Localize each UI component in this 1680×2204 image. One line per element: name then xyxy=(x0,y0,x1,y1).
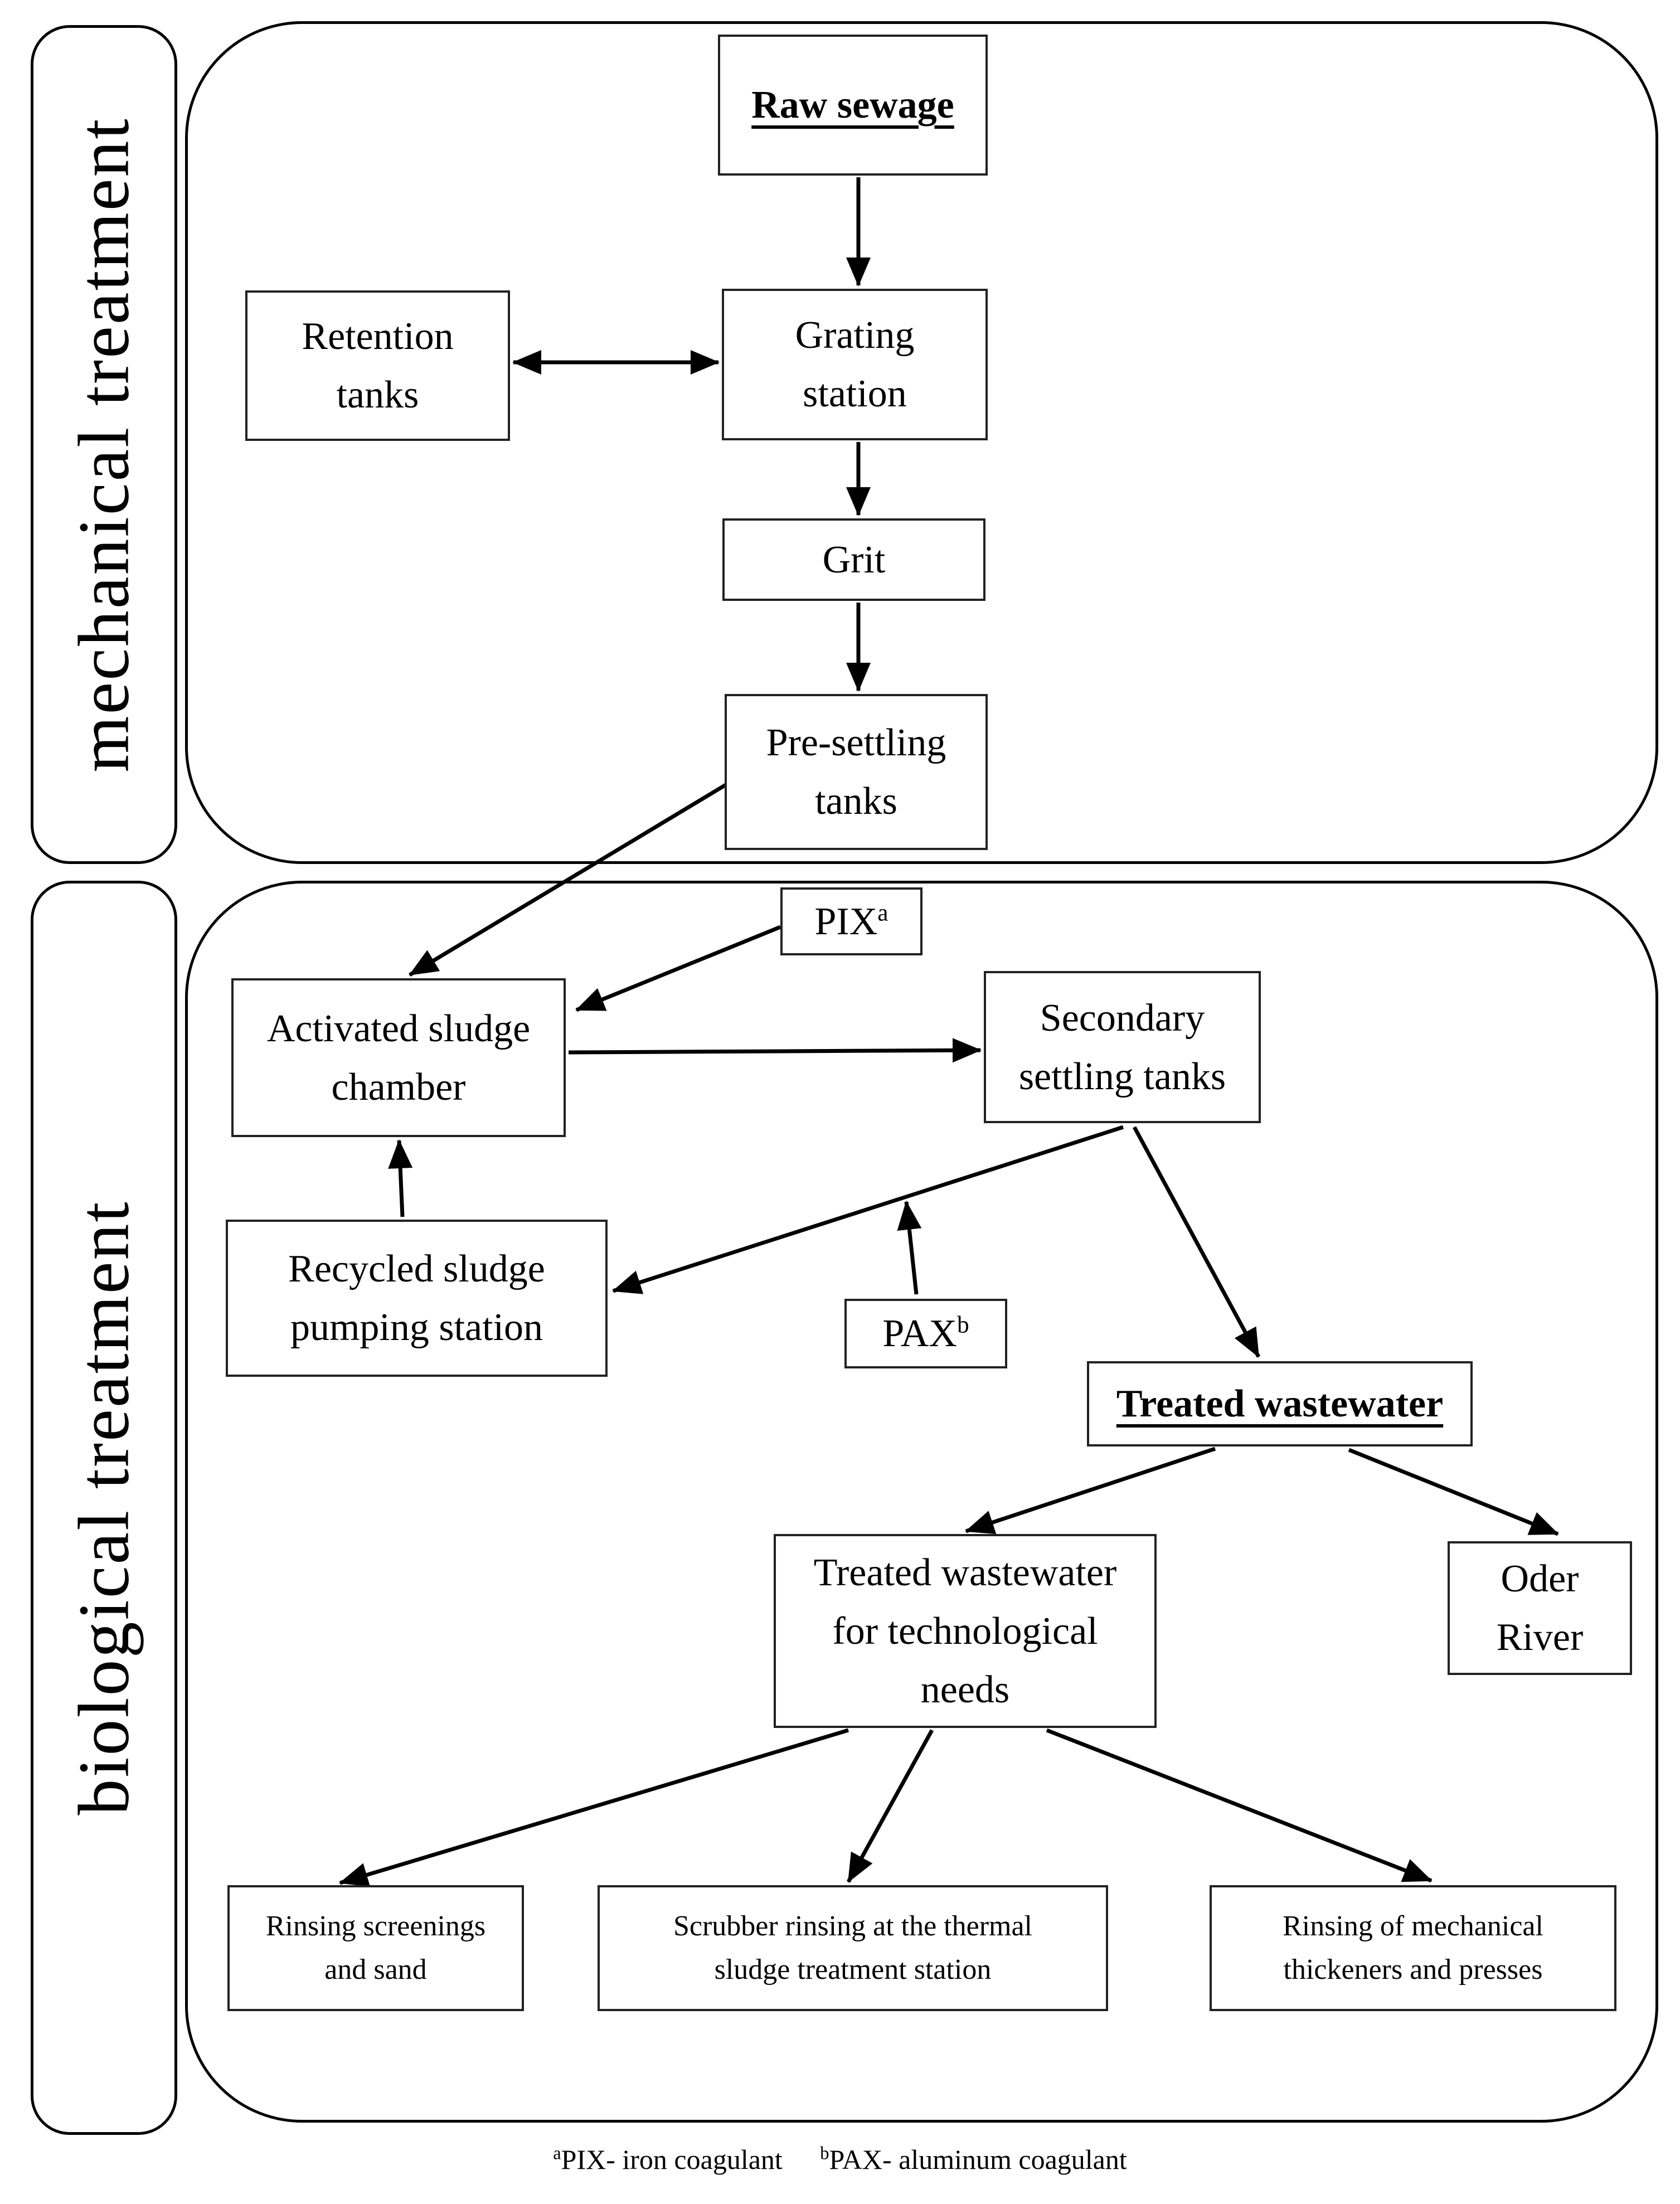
sidebar-label-biological: biological treatment xyxy=(31,881,177,2135)
node-oder-river: Oder River xyxy=(1448,1541,1632,1675)
node-scrubber-rinsing: Scrubber rinsing at the thermal sludge t… xyxy=(598,1885,1108,2011)
node-treated-wastewater-technological-needs: Treated wastewater for technological nee… xyxy=(774,1534,1157,1728)
node-rinsing-mechanical-thickeners: Rinsing of mechanical thickeners and pre… xyxy=(1210,1885,1616,2011)
pax-label: PAX xyxy=(882,1312,957,1355)
node-pax: PAXb xyxy=(844,1299,1007,1368)
node-retention-tanks: Retention tanks xyxy=(245,290,510,441)
node-secondary-settling-tanks: Secondary settling tanks xyxy=(984,971,1261,1123)
pix-superscript: a xyxy=(877,899,888,926)
node-treated-wastewater: Treated wastewater xyxy=(1087,1361,1473,1446)
footnote-text-pax: PAX- aluminum coagulant xyxy=(829,2144,1127,2175)
section-biological-treatment xyxy=(185,881,1658,2123)
node-pix: PIXa xyxy=(780,887,922,955)
node-pre-settling-tanks: Pre-settling tanks xyxy=(725,694,988,850)
pax-superscript: b xyxy=(956,1311,969,1338)
footnote-pix: aPIX- iron coagulant xyxy=(553,2144,783,2175)
node-grating-station: Grating station xyxy=(722,289,988,440)
mechanical-treatment-label: mechanical treatment xyxy=(64,116,144,773)
node-recycled-sludge-pumping-station: Recycled sludge pumping station xyxy=(226,1220,608,1377)
node-activated-sludge-chamber: Activated sludge chamber xyxy=(231,978,566,1137)
node-raw-sewage: Raw sewage xyxy=(718,35,988,176)
node-rinsing-screenings-and-sand: Rinsing screenings and sand xyxy=(227,1885,524,2011)
section-mechanical-treatment xyxy=(185,21,1658,864)
biological-treatment-label: biological treatment xyxy=(64,1200,144,1815)
sidebar-label-mechanical: mechanical treatment xyxy=(31,25,177,864)
footnote-text-pix: PIX- iron coagulant xyxy=(561,2144,783,2175)
node-grit: Grit xyxy=(722,518,985,601)
footnote-sup-b: b xyxy=(820,2143,829,2164)
footnote: aPIX- iron coagulant bPAX- aluminum coag… xyxy=(0,2143,1680,2176)
pix-label: PIX xyxy=(814,900,878,943)
footnote-sup-a: a xyxy=(553,2143,561,2164)
footnote-pax: bPAX- aluminum coagulant xyxy=(820,2144,1127,2175)
